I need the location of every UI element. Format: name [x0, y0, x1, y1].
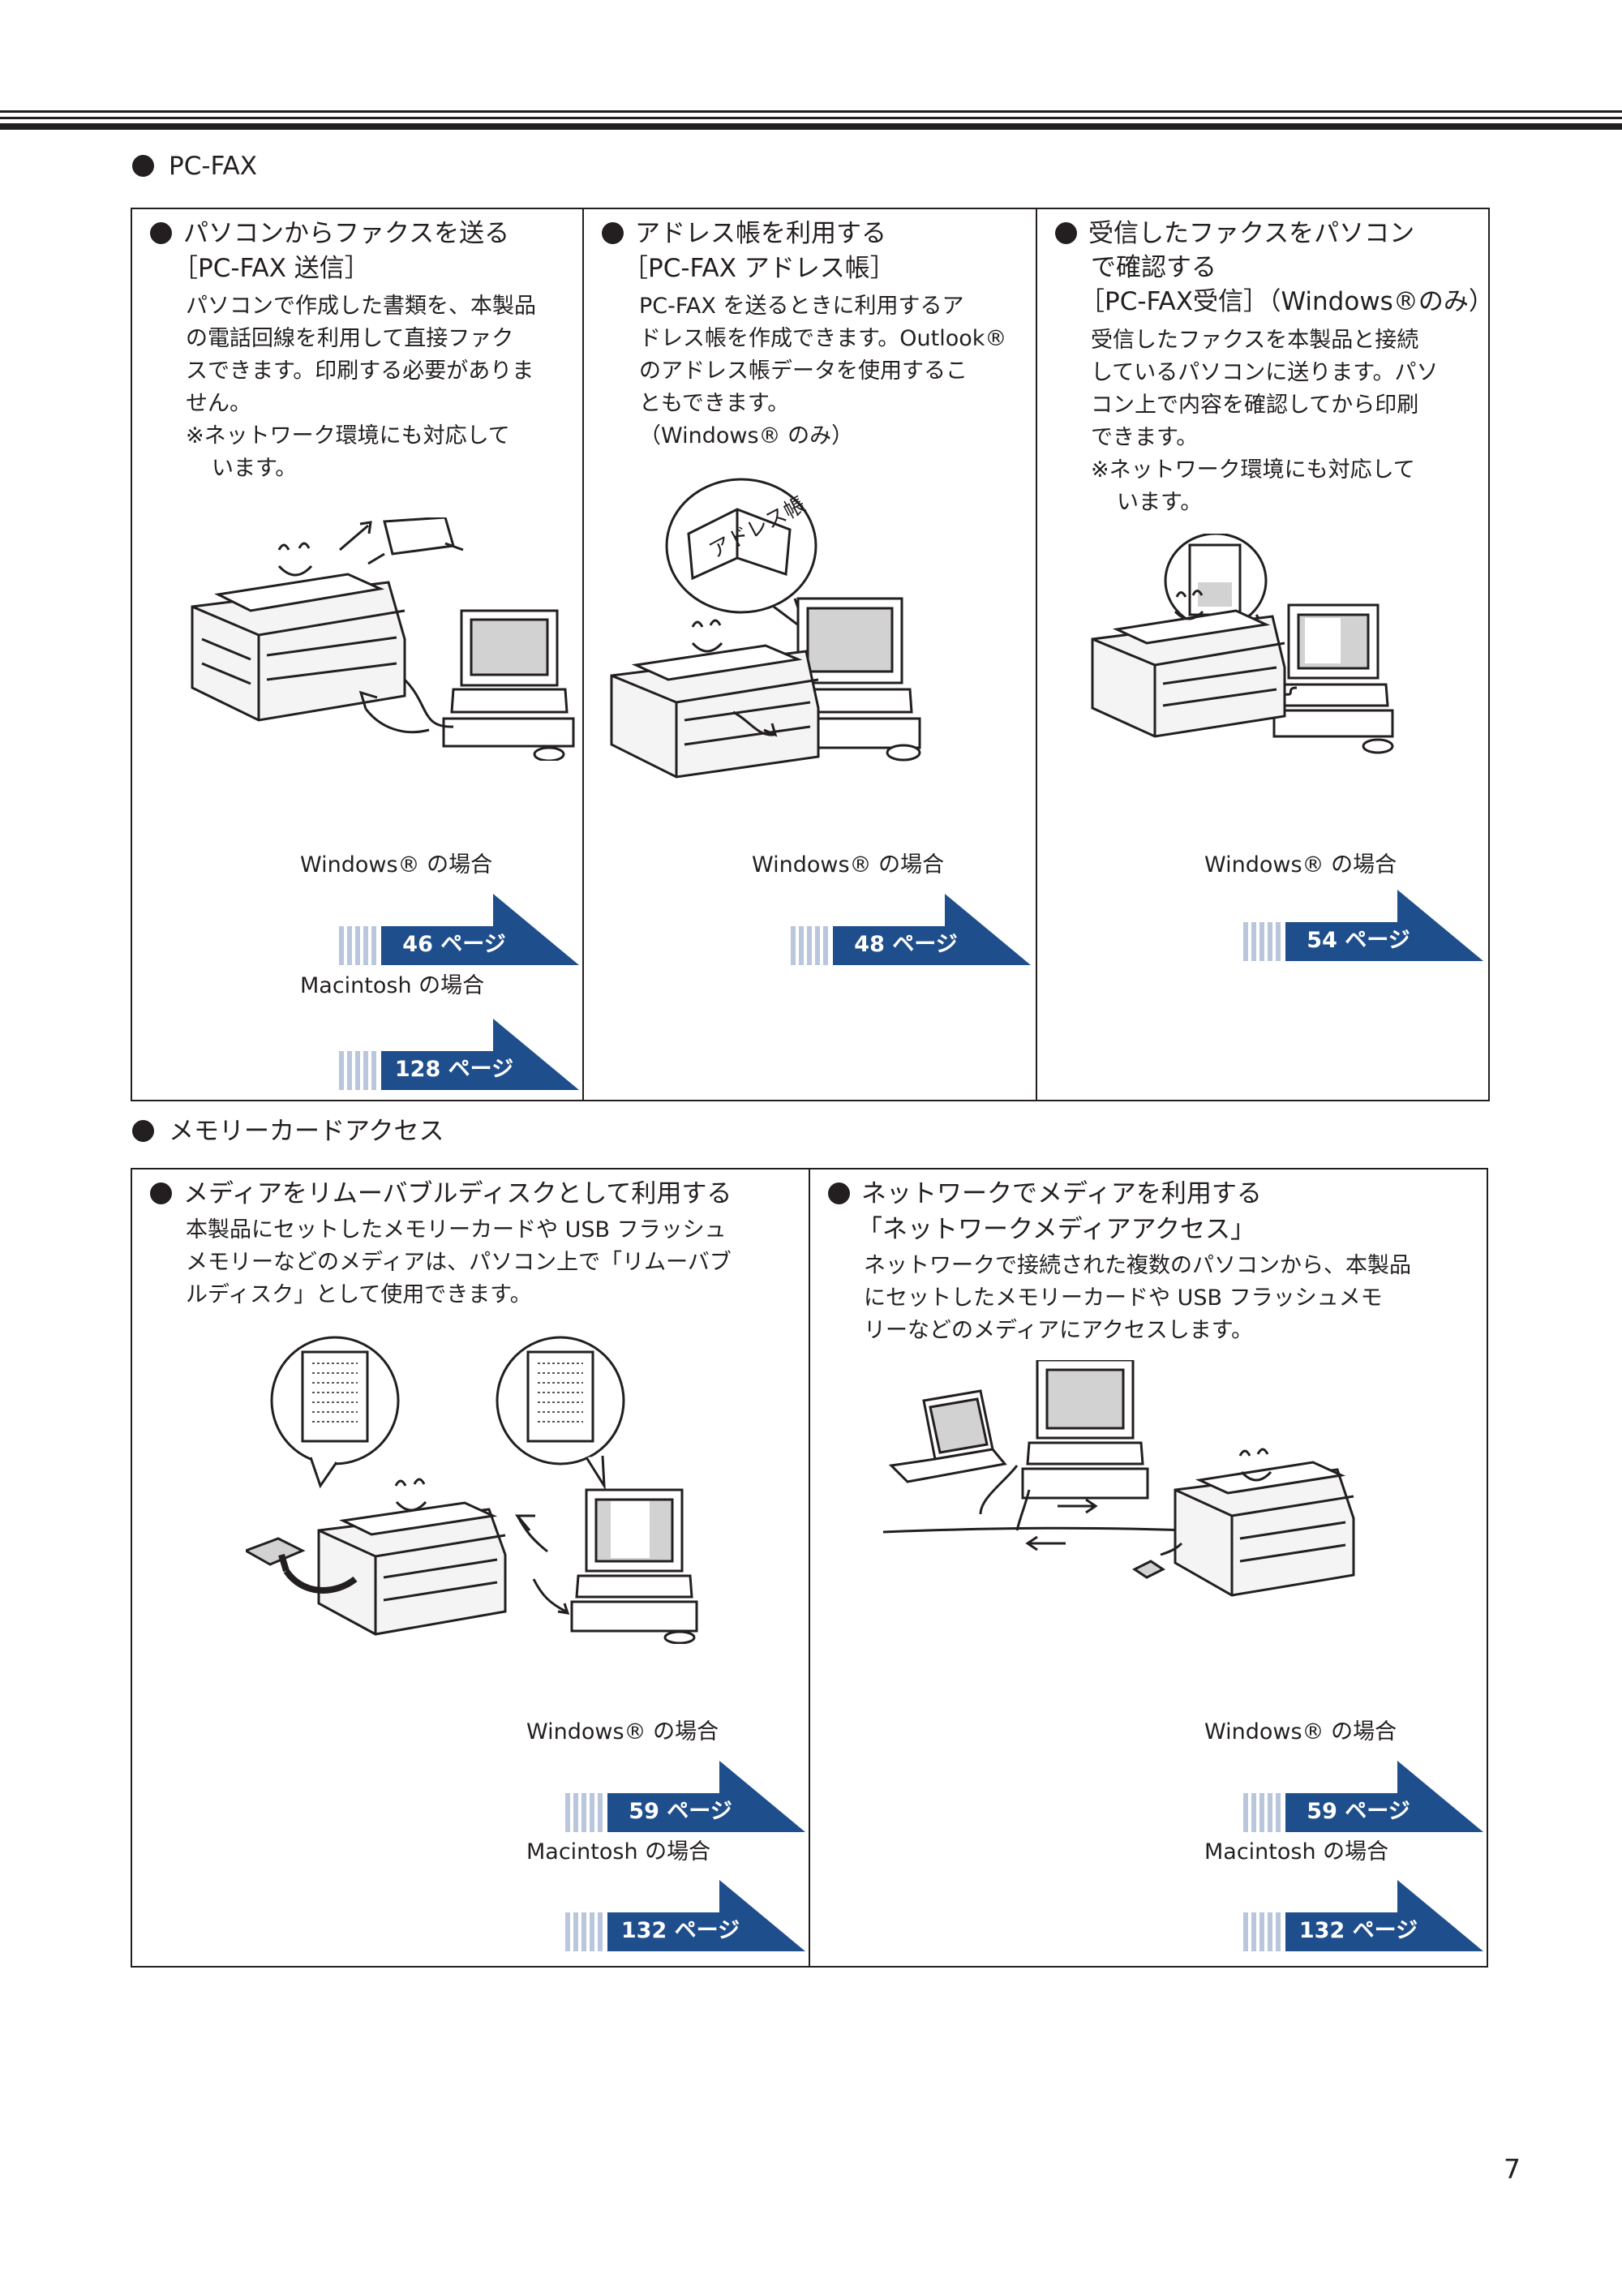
- page-arrow-icon: [1243, 1880, 1483, 1951]
- memory-card-panel: メディアをリムーバブルディスクとして利用する 本製品にセットしたメモリーカードや…: [131, 1168, 1488, 1968]
- pcfax-send-subtitle: ［PC-FAX 送信］: [173, 254, 370, 283]
- page-link-label: 54 ページ: [1307, 928, 1410, 953]
- network-windows-label: Windows® の場合: [1204, 1719, 1397, 1745]
- pcfax-send-windows-label: Windows® の場合: [300, 852, 493, 878]
- header-rule-thin-1: [0, 110, 1622, 113]
- fax-receive-illustration: [1091, 534, 1394, 754]
- page-arrow-icon: [565, 1880, 805, 1951]
- removable-disk-illustration: [246, 1336, 698, 1644]
- pcfax-address-windows-page-link[interactable]: 48 ページ: [791, 894, 1031, 965]
- removable-disk-body: 本製品にセットしたメモリーカードや USB フラッシュ メモリーなどのメディアは…: [186, 1217, 732, 1307]
- network-media-column: ネットワークでメディアを利用する 「ネットワークメディアアクセス」 ネットワーク…: [810, 1169, 1487, 1966]
- pcfax-send-mac-page-link[interactable]: 128 ページ: [339, 1019, 579, 1090]
- bullet-icon: [828, 1182, 850, 1204]
- page-arrow-icon: [339, 1019, 579, 1090]
- pcfax-address-column: アドレス帳を利用する ［PC-FAX アドレス帳］ PC-FAX を送るときに利…: [584, 209, 1037, 1100]
- removable-disk-title: メディアをリムーバブルディスクとして利用する: [150, 1177, 732, 1211]
- network-media-illustration: [883, 1360, 1355, 1597]
- bullet-icon: [150, 222, 172, 244]
- section-heading-memory-card: メモリーカードアクセス: [132, 1115, 444, 1148]
- pcfax-send-column: パソコンからファクスを送る ［PC-FAX 送信］ パソコンで作成した書類を、本…: [132, 209, 584, 1100]
- page-arrow-icon: [565, 1761, 805, 1832]
- bullet-icon: [150, 1182, 172, 1204]
- bullet-icon: [132, 155, 154, 177]
- pcfax-receive-body: 受信したファクスを本製品と接続 しているパソコンに送ります。パソ コン上で内容を…: [1091, 328, 1439, 515]
- page-link-label: 59 ページ: [1307, 1799, 1410, 1824]
- pcfax-address-title: アドレス帳を利用する: [602, 217, 886, 251]
- pcfax-receive-windows-label: Windows® の場合: [1204, 852, 1397, 878]
- network-windows-page-link[interactable]: 59 ページ: [1243, 1761, 1483, 1832]
- page-link-label: 128 ページ: [394, 1057, 514, 1082]
- pcfax-address-windows-label: Windows® の場合: [752, 852, 945, 878]
- page-link-label: 132 ページ: [620, 1918, 740, 1943]
- header-rule-thick: [0, 123, 1622, 130]
- pcfax-address-subtitle: ［PC-FAX アドレス帳］: [623, 254, 895, 283]
- page-link-label: 132 ページ: [1298, 1918, 1418, 1943]
- page-arrow-icon: [1243, 1761, 1483, 1832]
- page-arrow-icon: [1243, 890, 1483, 961]
- removable-disk-column: メディアをリムーバブルディスクとして利用する 本製品にセットしたメモリーカードや…: [132, 1169, 810, 1966]
- network-mac-label: Macintosh の場合: [1204, 1839, 1389, 1865]
- pcfax-receive-subtitle: ［PC-FAX受信］（Windows®のみ）: [1079, 287, 1494, 316]
- removable-windows-label: Windows® の場合: [526, 1719, 719, 1745]
- pcfax-send-title: パソコンからファクスを送る: [150, 217, 509, 251]
- pcfax-receive-title-line2: で確認する: [1091, 253, 1216, 282]
- page-arrow-icon: [339, 894, 579, 965]
- page-link-label: 46 ページ: [402, 932, 506, 957]
- fax-send-illustration: [191, 517, 575, 761]
- page-link-label: 59 ページ: [629, 1799, 732, 1824]
- removable-mac-page-link[interactable]: 132 ページ: [565, 1880, 805, 1951]
- pcfax-send-mac-label: Macintosh の場合: [300, 973, 485, 998]
- pcfax-panel: パソコンからファクスを送る ［PC-FAX 送信］ パソコンで作成した書類を、本…: [131, 208, 1494, 1101]
- network-media-subtitle: 「ネットワークメディアアクセス」: [857, 1215, 1256, 1244]
- bullet-icon: [602, 222, 624, 244]
- network-media-body: ネットワークで接続された複数のパソコンから、本製品 にセットしたメモリーカードや…: [864, 1253, 1411, 1343]
- header-rule-thin-2: [0, 117, 1622, 119]
- pcfax-address-body: PC-FAX を送るときに利用するア ドレス帳を作成できます。Outlook® …: [639, 294, 1007, 448]
- removable-windows-page-link[interactable]: 59 ページ: [565, 1761, 805, 1832]
- bullet-icon: [132, 1120, 154, 1142]
- network-media-title: ネットワークでメディアを利用する: [828, 1177, 1262, 1211]
- pcfax-receive-column: 受信したファクスをパソコン で確認する ［PC-FAX受信］（Windows®の…: [1037, 209, 1494, 1100]
- section-heading-text: メモリーカードアクセス: [169, 1117, 444, 1146]
- pcfax-receive-title: 受信したファクスをパソコン: [1055, 217, 1414, 251]
- pcfax-receive-windows-page-link[interactable]: 54 ページ: [1243, 890, 1483, 961]
- address-book-illustration: アドレス帳: [610, 478, 921, 779]
- removable-mac-label: Macintosh の場合: [526, 1839, 711, 1865]
- bullet-icon: [1055, 222, 1077, 244]
- page-number: 7: [1504, 2153, 1521, 2185]
- section-heading-pcfax: PC-FAX: [132, 150, 257, 182]
- page-arrow-icon: [791, 894, 1031, 965]
- pcfax-send-windows-page-link[interactable]: 46 ページ: [339, 894, 579, 965]
- page-link-label: 48 ページ: [854, 932, 958, 957]
- section-heading-text: PC-FAX: [169, 152, 257, 181]
- network-mac-page-link[interactable]: 132 ページ: [1243, 1880, 1483, 1951]
- pcfax-send-body: パソコンで作成した書類を、本製品 の電話回線を利用して直接ファク スできます。印…: [186, 294, 536, 481]
